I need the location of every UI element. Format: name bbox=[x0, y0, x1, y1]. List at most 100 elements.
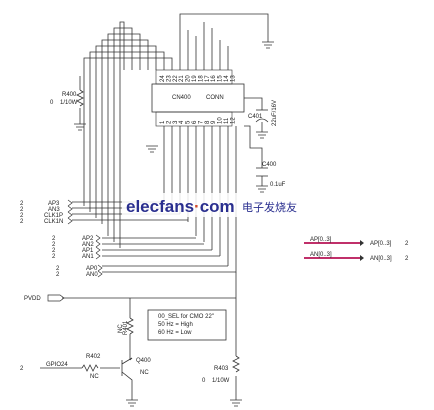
port-arrow-icon bbox=[97, 264, 103, 272]
watermark-cn: 电子发烧友 bbox=[242, 200, 297, 214]
ground-icon bbox=[256, 185, 268, 193]
connector-top-pin: 18 bbox=[198, 75, 204, 82]
c401-ref: C401 bbox=[248, 114, 263, 120]
connector-bottom-pin: 5 bbox=[186, 120, 192, 124]
bus-ap-out: AP[0..3] bbox=[370, 241, 392, 247]
connector-top-pin: 13 bbox=[230, 75, 236, 82]
connector-ref: CN400 bbox=[172, 95, 191, 101]
r401-value: NC bbox=[118, 324, 124, 333]
r403-ref: R403 bbox=[214, 366, 229, 372]
connector-top-pin: 20 bbox=[186, 75, 192, 82]
pvdd-port: PVDD bbox=[24, 294, 65, 302]
r400-value: 0 bbox=[50, 100, 54, 106]
signal-name: AP3 bbox=[48, 201, 60, 207]
ground-icon bbox=[262, 41, 274, 49]
port-arrow-icon bbox=[67, 205, 73, 213]
connector-bottom-pin: 2 bbox=[166, 120, 172, 124]
resistor-r402: R402 NC bbox=[81, 354, 101, 380]
connector-top-pin: 24 bbox=[160, 75, 166, 82]
connector-top-pin: 22 bbox=[173, 75, 179, 82]
port-arrow-icon bbox=[95, 234, 101, 242]
signal-name: AN2 bbox=[82, 242, 94, 248]
connector-bottom-pin: 6 bbox=[192, 120, 198, 124]
connector-bottom-pin: 7 bbox=[198, 120, 204, 124]
signal-num: 2 bbox=[52, 236, 56, 242]
note-line-1: 00_SEL for CMO 22" bbox=[158, 314, 214, 320]
r400-rating: 1/10W bbox=[60, 100, 78, 106]
signal-clk1n: 2 CLK1N bbox=[20, 217, 73, 225]
port-arrow-icon bbox=[67, 217, 73, 225]
signal-name: AP0 bbox=[86, 266, 98, 272]
ground-symbols bbox=[74, 41, 274, 407]
signal-ap3: 2 AP3 bbox=[20, 199, 73, 207]
port-arrow-icon bbox=[95, 246, 101, 254]
signal-clk1p: 2 CLK1P bbox=[20, 211, 73, 219]
connector-bottom-pin: 1 bbox=[160, 120, 166, 124]
bus-an-num: 2 bbox=[405, 256, 409, 262]
connector-top-pin: 23 bbox=[166, 75, 172, 82]
gpio-label: GPIO24 bbox=[46, 362, 68, 368]
signal-name: CLK1P bbox=[44, 213, 63, 219]
watermark-brand: elecfans·com bbox=[126, 197, 235, 216]
connector-bottom-pin: 11 bbox=[224, 117, 230, 124]
ground-icon bbox=[230, 399, 242, 407]
signal-an0: 2 AN0 bbox=[56, 270, 103, 278]
capacitor-c400: C400 0.1uF bbox=[256, 162, 286, 188]
port-arrow-icon bbox=[95, 252, 101, 260]
signal-name: AP1 bbox=[82, 248, 94, 254]
bus-ap-in: AP[0..3] bbox=[310, 237, 332, 243]
bus-an: AN[0..3] AN[0..3] 2 bbox=[310, 252, 409, 262]
bus-labels: AP[0..3] AP[0..3] 2 AN[0..3] AN[0..3] 2 bbox=[310, 237, 409, 262]
signal-num: 2 bbox=[56, 272, 60, 278]
r403-rating: 1/10W bbox=[212, 378, 230, 384]
connector-bottom-pin: 12 bbox=[230, 117, 236, 124]
note-line-3: 60 Hz = Low bbox=[158, 330, 192, 336]
port-arrow-icon bbox=[67, 199, 73, 207]
connector-bottom-pin: 4 bbox=[179, 120, 185, 124]
signal-num: 2 bbox=[20, 219, 24, 225]
signal-name: AN0 bbox=[86, 272, 98, 278]
gpio-port: 2 GPIO24 bbox=[20, 362, 68, 372]
signal-ap1: 2 AP1 bbox=[52, 246, 101, 254]
bus-ap-num: 2 bbox=[405, 241, 409, 247]
connector-bottom-pin: 9 bbox=[211, 120, 217, 124]
signal-num: 2 bbox=[52, 248, 56, 254]
c401-value: 22uF/16V bbox=[272, 100, 278, 126]
connector-top-pin: 19 bbox=[192, 75, 198, 82]
signal-name: AN1 bbox=[82, 254, 94, 260]
watermark-logo: elecfans·com 电子发烧友 bbox=[122, 193, 318, 217]
ground-icon bbox=[126, 399, 138, 407]
bus-ap: AP[0..3] AP[0..3] 2 bbox=[310, 237, 409, 247]
signal-num: 2 bbox=[20, 201, 24, 207]
pvdd-label: PVDD bbox=[24, 296, 41, 302]
signal-num: 2 bbox=[20, 207, 24, 213]
signal-num: 2 bbox=[56, 266, 60, 272]
connector-bottom-pin: 10 bbox=[218, 117, 224, 124]
r401-ref: R401 bbox=[123, 320, 129, 335]
r402-ref: R402 bbox=[86, 354, 101, 360]
c400-value: 0.1uF bbox=[270, 182, 286, 188]
resistor-r401: NC R401 bbox=[118, 317, 134, 335]
bus-an-in: AN[0..3] bbox=[310, 252, 332, 258]
signal-name: AN3 bbox=[48, 207, 60, 213]
signal-name: CLK1N bbox=[44, 219, 63, 225]
port-arrow-icon bbox=[95, 240, 101, 248]
signal-num: 2 bbox=[20, 213, 24, 219]
resistor-r403: R403 0 1/10W bbox=[202, 355, 240, 384]
resistor-r400-top: R400 0 1/10W bbox=[50, 89, 84, 107]
connector-bottom-pin: 3 bbox=[173, 120, 179, 124]
connector-top-pin: 14 bbox=[224, 75, 230, 82]
note-line-2: 50 Hz = High bbox=[158, 322, 193, 328]
c400-ref: C400 bbox=[262, 162, 277, 168]
connector-top-pin: 17 bbox=[205, 75, 211, 82]
gpio-num: 2 bbox=[20, 366, 24, 372]
ground-icon bbox=[74, 123, 86, 131]
capacitor-c401: C401 22uF/16V bbox=[248, 100, 278, 126]
